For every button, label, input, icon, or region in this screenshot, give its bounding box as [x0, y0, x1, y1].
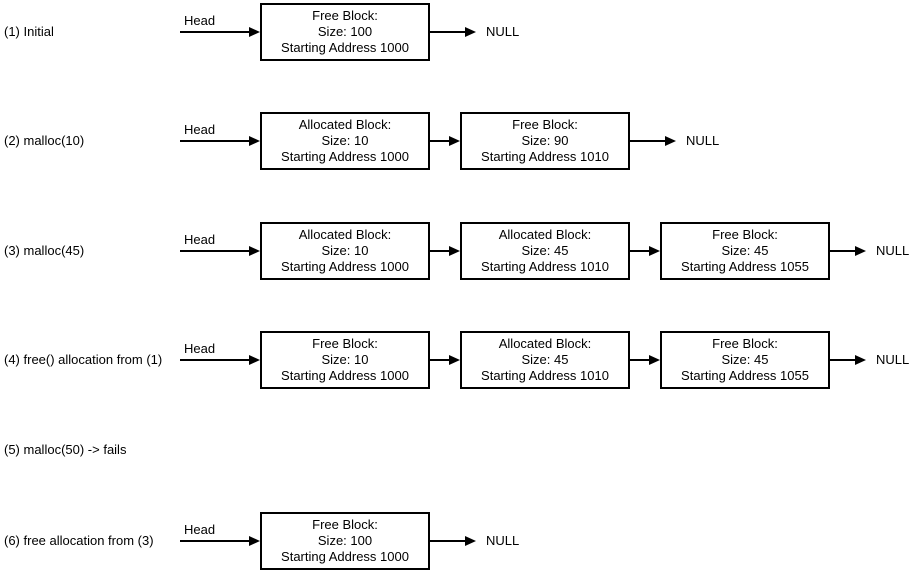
null-arrowhead-icon — [465, 536, 476, 546]
block-title: Allocated Block: — [498, 227, 592, 242]
block-address: Starting Address 1000 — [281, 40, 409, 55]
next-arrowhead-icon — [649, 246, 660, 256]
null-label: NULL — [686, 133, 720, 148]
block-size: Size: 100 — [317, 533, 373, 548]
block-address: Starting Address 1000 — [281, 549, 409, 564]
null-arrow-shaft — [430, 31, 466, 33]
block-address: Starting Address 1055 — [681, 259, 809, 274]
block-size: Size: 45 — [721, 352, 769, 367]
head-pointer-label: Head — [184, 522, 216, 537]
head-arrowhead-icon — [249, 355, 260, 365]
block-title: Free Block: — [512, 117, 578, 132]
block-address: Starting Address 1010 — [481, 368, 609, 383]
head-pointer-label: Head — [184, 13, 216, 28]
row-label: (3) malloc(45) — [4, 243, 85, 258]
head-arrowhead-icon — [249, 536, 260, 546]
null-label: NULL — [876, 352, 910, 367]
block-title: Free Block: — [712, 227, 778, 242]
null-arrowhead-icon — [465, 27, 476, 37]
memory-block-box: Allocated Block: Size: 45 Starting Addre… — [460, 222, 630, 280]
null-arrowhead-icon — [855, 355, 866, 365]
null-arrow-shaft — [430, 540, 466, 542]
block-title: Free Block: — [312, 336, 378, 351]
next-arrowhead-icon — [449, 246, 460, 256]
memory-block-box: Free Block: Size: 10 Starting Address 10… — [260, 331, 430, 389]
next-arrowhead-icon — [649, 355, 660, 365]
null-arrowhead-icon — [855, 246, 866, 256]
next-arrow-shaft — [430, 359, 450, 361]
row-label: (1) Initial — [4, 24, 54, 39]
next-arrow-shaft — [630, 250, 650, 252]
memory-block-box: Allocated Block: Size: 10 Starting Addre… — [260, 222, 430, 280]
block-address: Starting Address 1000 — [281, 259, 409, 274]
block-title: Allocated Block: — [298, 117, 392, 132]
next-arrow-shaft — [430, 250, 450, 252]
block-size: Size: 45 — [521, 352, 569, 367]
null-arrow-shaft — [630, 140, 666, 142]
block-address: Starting Address 1010 — [481, 259, 609, 274]
null-arrow-shaft — [830, 359, 856, 361]
next-arrow-shaft — [430, 140, 450, 142]
head-pointer-label: Head — [184, 341, 216, 356]
block-size: Size: 100 — [317, 24, 373, 39]
null-label: NULL — [486, 533, 520, 548]
block-address: Starting Address 1010 — [481, 149, 609, 164]
next-arrow-shaft — [630, 359, 650, 361]
row-label: (5) malloc(50) -> fails — [4, 442, 127, 457]
block-title: Allocated Block: — [298, 227, 392, 242]
head-arrow-shaft — [180, 140, 250, 142]
null-arrow-shaft — [830, 250, 856, 252]
block-size: Size: 45 — [721, 243, 769, 258]
memory-block-box: Allocated Block: Size: 10 Starting Addre… — [260, 112, 430, 170]
block-title: Free Block: — [312, 517, 378, 532]
row-label: (4) free() allocation from (1) — [4, 352, 163, 367]
head-arrowhead-icon — [249, 27, 260, 37]
block-title: Free Block: — [312, 8, 378, 23]
memory-block-box: Free Block: Size: 45 Starting Address 10… — [660, 331, 830, 389]
null-label: NULL — [486, 24, 520, 39]
memory-block-box: Free Block: Size: 90 Starting Address 10… — [460, 112, 630, 170]
head-arrow-shaft — [180, 31, 250, 33]
block-address: Starting Address 1000 — [281, 368, 409, 383]
next-arrowhead-icon — [449, 136, 460, 146]
block-size: Size: 10 — [321, 352, 369, 367]
row-label: (6) free allocation from (3) — [4, 533, 154, 548]
head-pointer-label: Head — [184, 232, 216, 247]
memory-block-box: Free Block: Size: 100 Starting Address 1… — [260, 512, 430, 570]
head-pointer-label: Head — [184, 122, 216, 137]
memory-block-box: Allocated Block: Size: 45 Starting Addre… — [460, 331, 630, 389]
head-arrowhead-icon — [249, 136, 260, 146]
null-label: NULL — [876, 243, 910, 258]
block-size: Size: 45 — [521, 243, 569, 258]
null-arrowhead-icon — [665, 136, 676, 146]
block-size: Size: 10 — [321, 133, 369, 148]
block-title: Allocated Block: — [498, 336, 592, 351]
next-arrowhead-icon — [449, 355, 460, 365]
head-arrow-shaft — [180, 540, 250, 542]
row-label: (2) malloc(10) — [4, 133, 85, 148]
head-arrow-shaft — [180, 359, 250, 361]
block-size: Size: 10 — [321, 243, 369, 258]
block-address: Starting Address 1055 — [681, 368, 809, 383]
block-size: Size: 90 — [521, 133, 569, 148]
memory-block-box: Free Block: Size: 45 Starting Address 10… — [660, 222, 830, 280]
head-arrowhead-icon — [249, 246, 260, 256]
block-address: Starting Address 1000 — [281, 149, 409, 164]
memory-block-box: Free Block: Size: 100 Starting Address 1… — [260, 3, 430, 61]
head-arrow-shaft — [180, 250, 250, 252]
block-title: Free Block: — [712, 336, 778, 351]
